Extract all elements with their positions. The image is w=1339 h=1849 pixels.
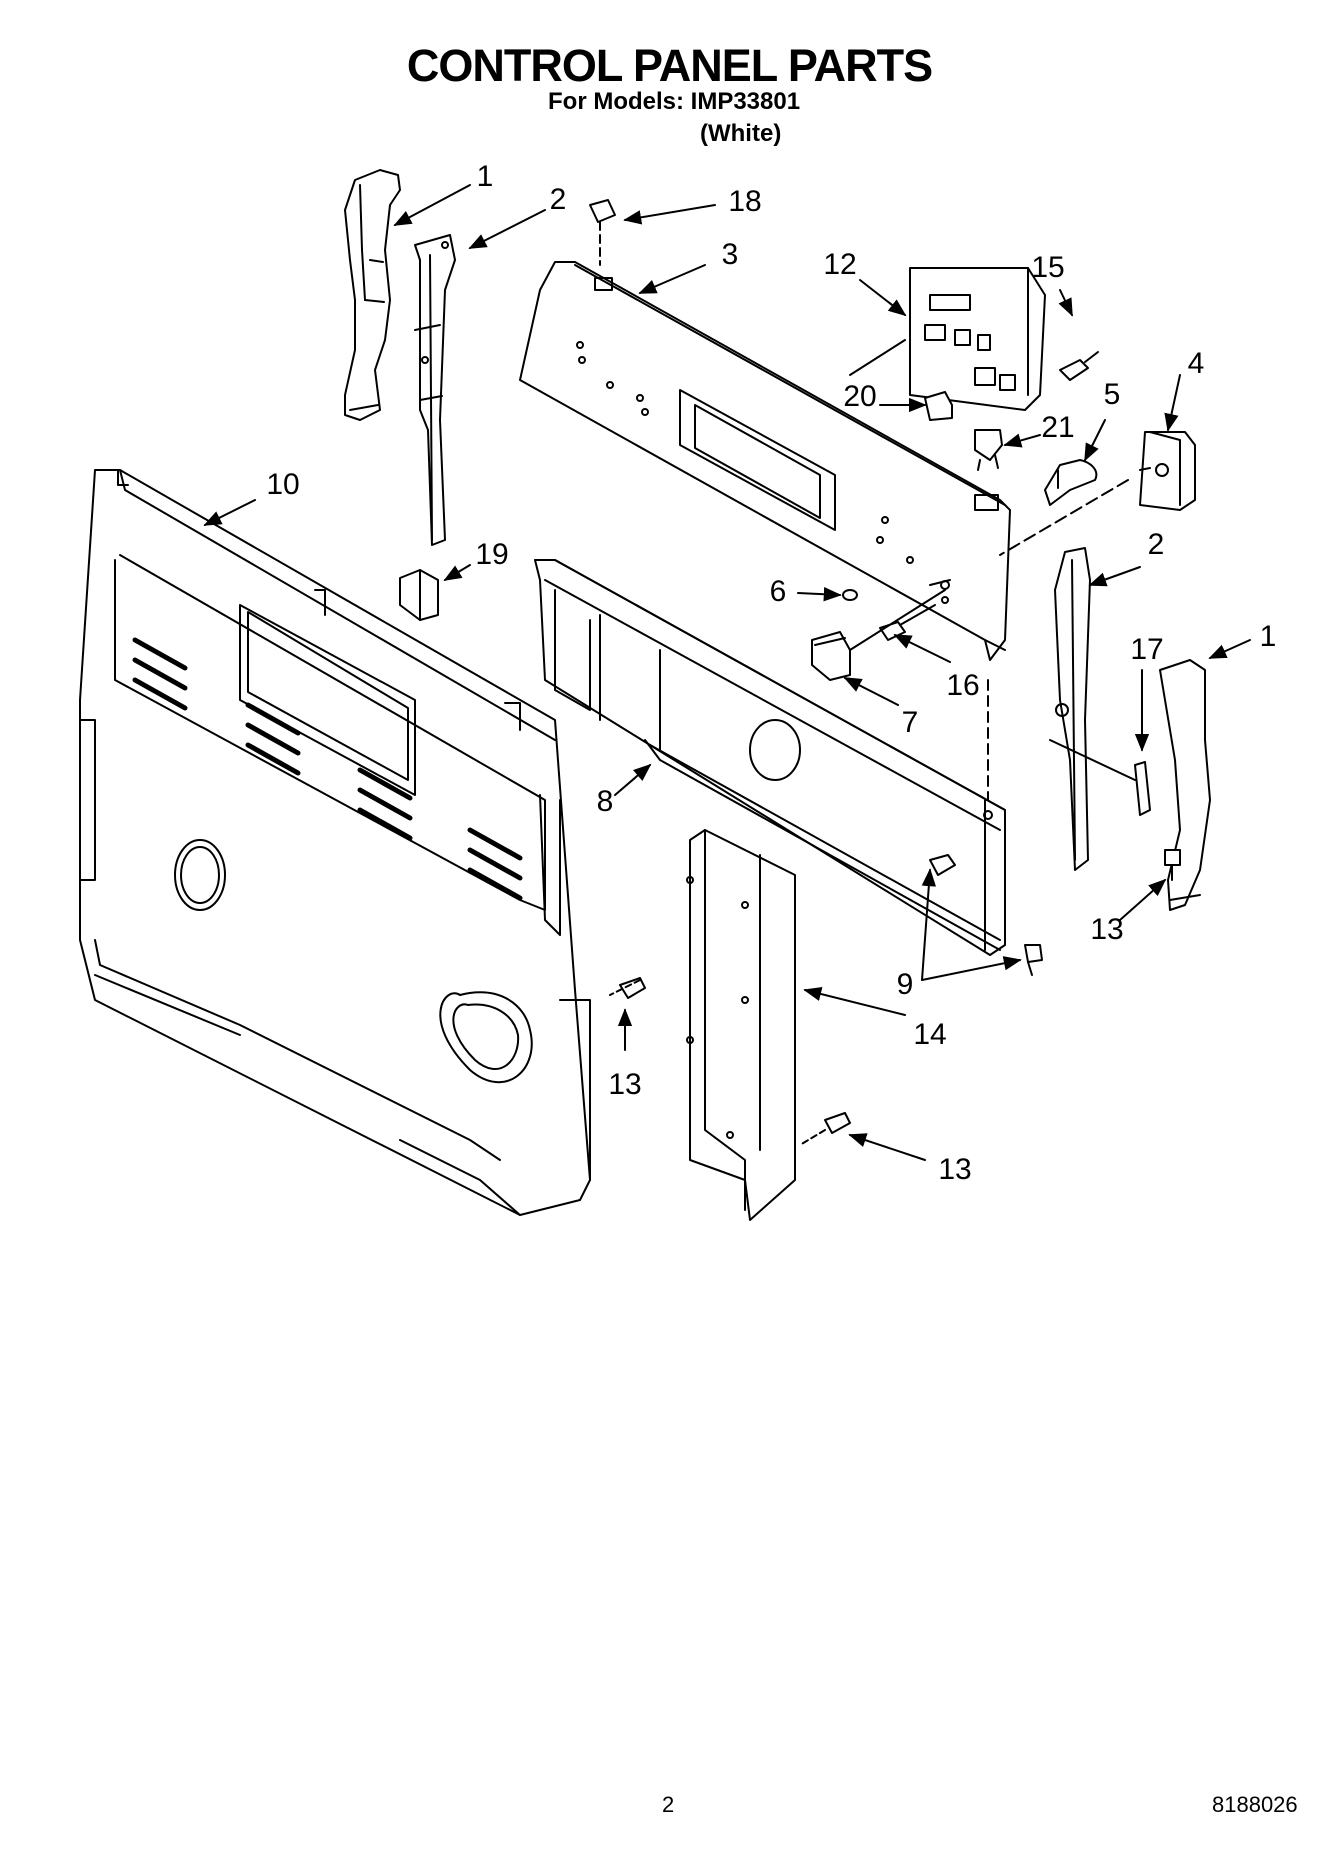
callout-9: 9	[896, 968, 914, 1001]
screw-part-15	[1059, 351, 1099, 381]
callout-13-bottom: 13	[938, 1153, 972, 1186]
models-label: For Models: IMP33801	[548, 88, 801, 115]
rear-panel-part-10	[79, 469, 591, 1216]
callout-8: 8	[596, 785, 614, 818]
knob-part-7	[811, 589, 946, 681]
infinite-switch-part-4	[999, 431, 1196, 556]
callout-6: 6	[769, 575, 787, 608]
side-trim-left-part-1	[344, 169, 401, 421]
color-label: (White)	[700, 120, 782, 147]
callout-5: 5	[1103, 378, 1121, 411]
callout-18: 18	[728, 185, 762, 218]
callout-20: 20	[843, 380, 877, 413]
callout-19: 19	[475, 538, 509, 571]
control-panel-part-3	[519, 261, 1011, 661]
page-title: CONTROL PANEL PARTS	[406, 40, 933, 91]
vertical-bracket-part-14	[686, 829, 796, 1221]
clip-part-20	[924, 391, 953, 421]
switch-part-18	[589, 199, 616, 266]
callout-3: 3	[721, 238, 739, 271]
bracket-part-19	[399, 569, 439, 621]
side-bracket-right-part-2	[1049, 547, 1136, 871]
screw-part-13	[609, 849, 1181, 1146]
callout-10: 10	[266, 468, 300, 501]
callout-17: 17	[1130, 633, 1164, 666]
callout-13-right: 13	[1090, 913, 1124, 946]
callout-16: 16	[946, 669, 980, 702]
callout-7: 7	[901, 706, 919, 739]
callout-1: 1	[476, 160, 494, 193]
clock-display-part-12	[849, 267, 1046, 411]
callout-2: 2	[549, 183, 567, 216]
sensor-part-21	[974, 429, 1003, 471]
callout-15: 15	[1031, 251, 1065, 284]
lower-panel-part-8	[534, 559, 1006, 956]
callout-4: 4	[1187, 347, 1205, 380]
callout-21: 21	[1041, 411, 1075, 444]
wire-harness-part-5	[1044, 459, 1098, 506]
document-number: 8188026	[1212, 1792, 1298, 1817]
clip-part-17	[1134, 761, 1151, 816]
callout-13-left: 13	[608, 1068, 642, 1101]
callout-2-right: 2	[1147, 528, 1165, 561]
callout-1-right: 1	[1259, 620, 1277, 653]
callout-12: 12	[823, 248, 857, 281]
side-bracket-left-part-2	[414, 234, 456, 546]
screw-part-6	[842, 589, 858, 601]
leader-lines	[203, 184, 1251, 1161]
callout-14: 14	[913, 1018, 947, 1051]
page-number: 2	[662, 1792, 675, 1817]
side-trim-right-part-1	[1159, 659, 1211, 911]
